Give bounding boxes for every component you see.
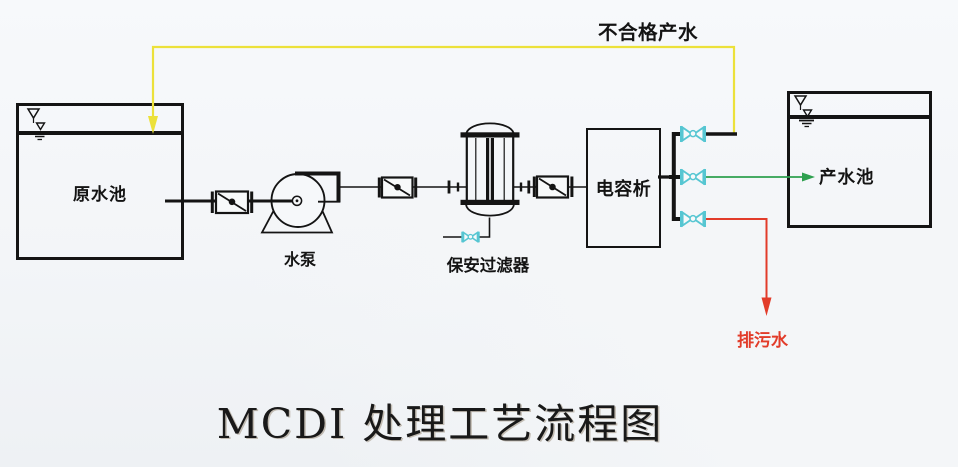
pump-label: 水泵 [283,252,316,269]
mcdi-inlet-valve-symbol [532,175,574,199]
background-fade [0,200,958,467]
product-tank-level-icon [794,95,815,128]
reject-water-line [148,45,736,134]
product-water-line [706,172,815,182]
drain-water-label: 排污水 [737,331,788,350]
pump-volute [291,171,341,207]
outlet-manifold [658,132,737,221]
product-tank-water-level-line [790,115,929,119]
reject-water-label: 不合格产水 [598,22,699,44]
inlet-valve-symbol [210,190,254,215]
drain-valve-icon [680,210,706,228]
drain-water-line [706,218,772,316]
product-water-tank: 产水池 [787,91,932,228]
mcdi-unit-label: 电容析 [595,179,652,199]
drain-arrow-icon [761,297,772,316]
product-water-tank-label: 产水池 [819,167,875,187]
filter-label: 保安过滤器 [446,257,530,275]
raw-tank-level-icon [27,108,48,141]
raw-water-tank-label: 原水池 [73,185,127,204]
product-arrow-icon [802,172,815,182]
reject-valve-icon [680,125,706,143]
security-filter-symbol [443,122,531,238]
discharge-valve-symbol [377,176,418,199]
raw-water-tank: 原水池 [16,103,184,260]
mcdi-unit-box: 电容析 [586,128,661,248]
reject-arrow-icon [148,116,158,134]
product-valve-icon [680,168,706,186]
slide-title: MCDI 处理工艺流程图 [216,400,664,448]
raw-tank-water-level-line [19,131,181,135]
filter-drain-valve-icon [461,230,480,244]
